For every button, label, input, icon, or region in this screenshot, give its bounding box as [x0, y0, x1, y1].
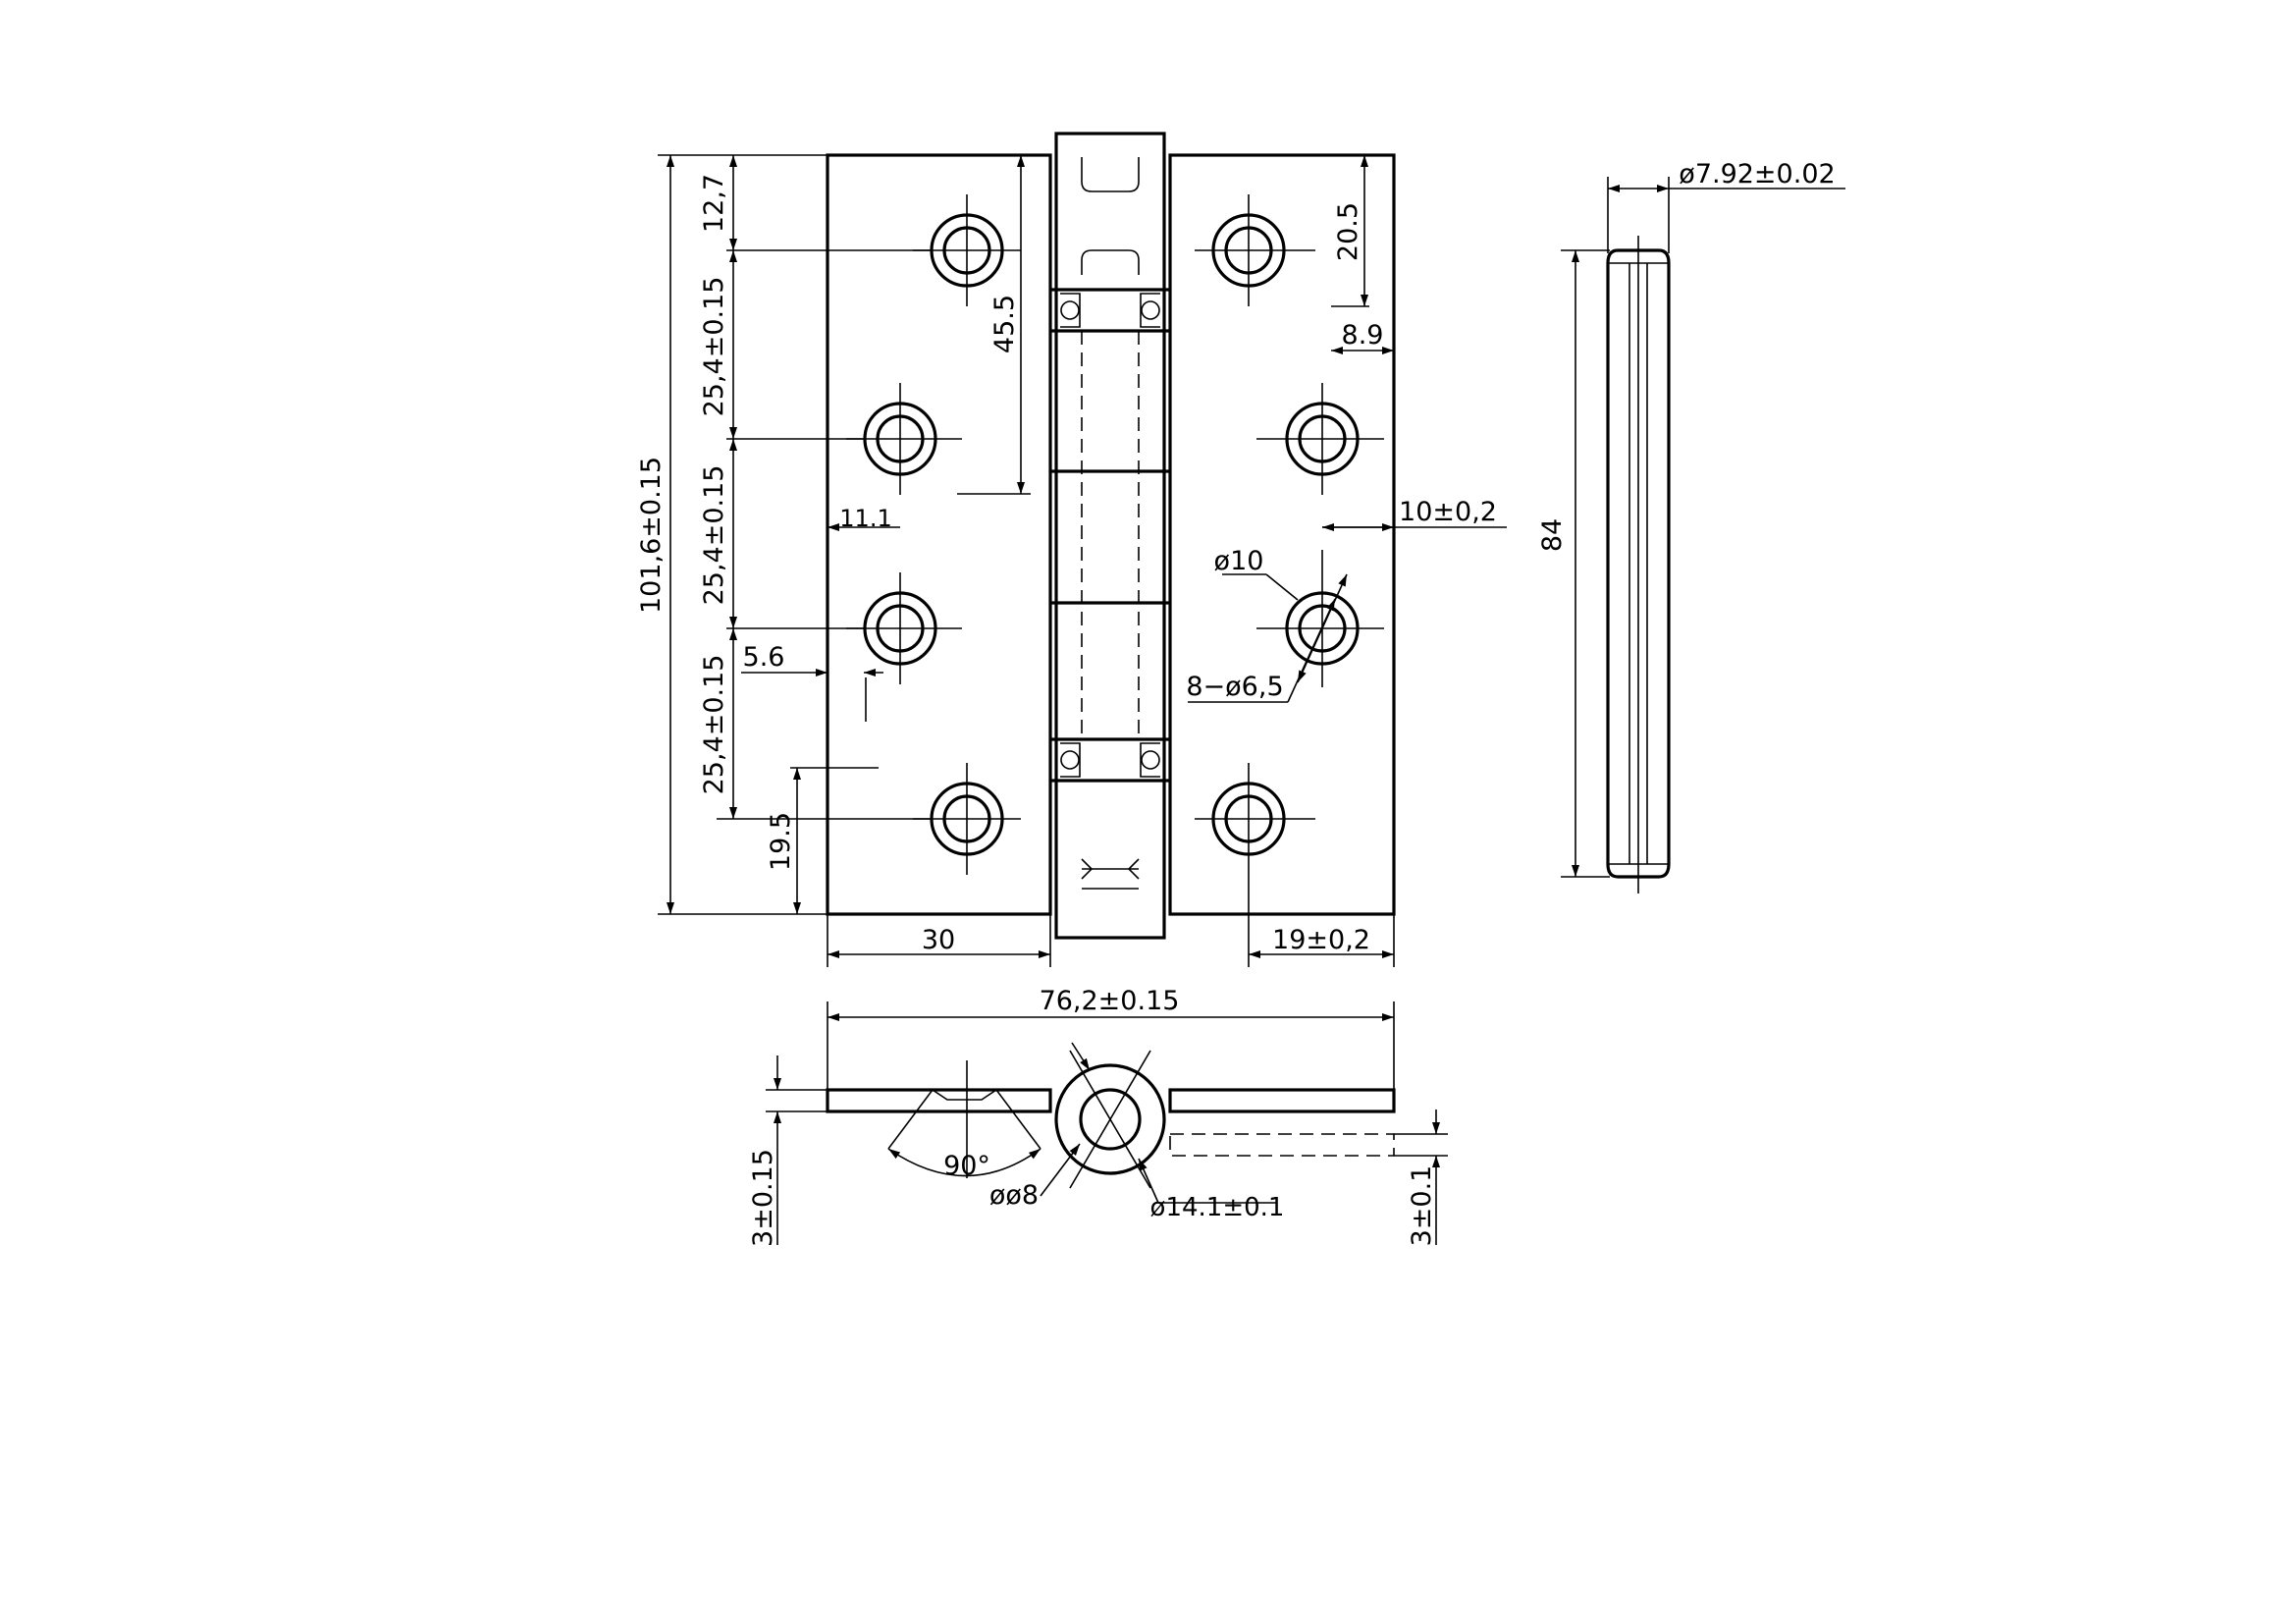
- pin-circle: [1079, 1088, 1142, 1151]
- dim-holes: 8−ø6,5: [1186, 672, 1283, 702]
- dim-11-1: 11.1: [839, 505, 891, 532]
- dim-19-5: 19.5: [766, 812, 796, 871]
- dim-pin-length: 84: [1537, 518, 1568, 552]
- dim-25-4-b: 25,4±0.15: [699, 465, 729, 606]
- dim-12-7: 12,7: [699, 174, 729, 233]
- hole-right-2: [1256, 383, 1384, 495]
- hole-right-4: [1195, 763, 1315, 875]
- hole-left-2: [846, 383, 962, 495]
- knuckle: [1050, 132, 1170, 940]
- hole-left-3: [846, 572, 962, 684]
- dim-45-5: 45.5: [989, 295, 1020, 353]
- dim-10: 10±0,2: [1399, 497, 1497, 527]
- hole-right-3: [1256, 550, 1384, 687]
- dim-20-5: 20.5: [1333, 202, 1363, 261]
- dim-pin-od: ø7.92±0.02: [1679, 159, 1835, 189]
- dim-knuckle-dia: ø14.1±0.1: [1150, 1193, 1285, 1222]
- dim-30: 30: [922, 925, 955, 955]
- dim-total-height: 101,6±0.15: [636, 457, 667, 614]
- dim-25-4-c: 25,4±0.15: [699, 655, 729, 795]
- dim-5-6: 5.6: [743, 642, 785, 673]
- hole-right-1: [1195, 194, 1315, 306]
- dim-thick-left: 3±0.15: [748, 1149, 778, 1247]
- dim-25-4-a: 25,4±0.15: [699, 277, 729, 417]
- dim-8-9: 8.9: [1342, 320, 1384, 351]
- dim-thick-right: 3±0.1: [1407, 1165, 1437, 1247]
- hole-left-1: [913, 194, 1021, 306]
- dim-pin-dia: øø8: [989, 1180, 1039, 1211]
- dim-angle: 90°: [943, 1151, 990, 1181]
- knuckle-outer: [1054, 1063, 1166, 1175]
- left-leaf: [826, 153, 1052, 916]
- front-view: 12,7 25,4±0.15 25,4±0.15 25,4±0.15 101,6…: [636, 132, 1507, 967]
- section-view: 76,2±0.15 90° øø8 ø14.1±0.1 3±0.15: [748, 986, 1448, 1247]
- pin-view: 84 ø7.92±0.02: [1537, 159, 1845, 893]
- right-leaf: [1168, 153, 1396, 916]
- dim-total-width: 76,2±0.15: [1040, 986, 1180, 1016]
- dim-dia-10: ø10: [1214, 546, 1264, 576]
- dim-19: 19±0,2: [1272, 925, 1370, 955]
